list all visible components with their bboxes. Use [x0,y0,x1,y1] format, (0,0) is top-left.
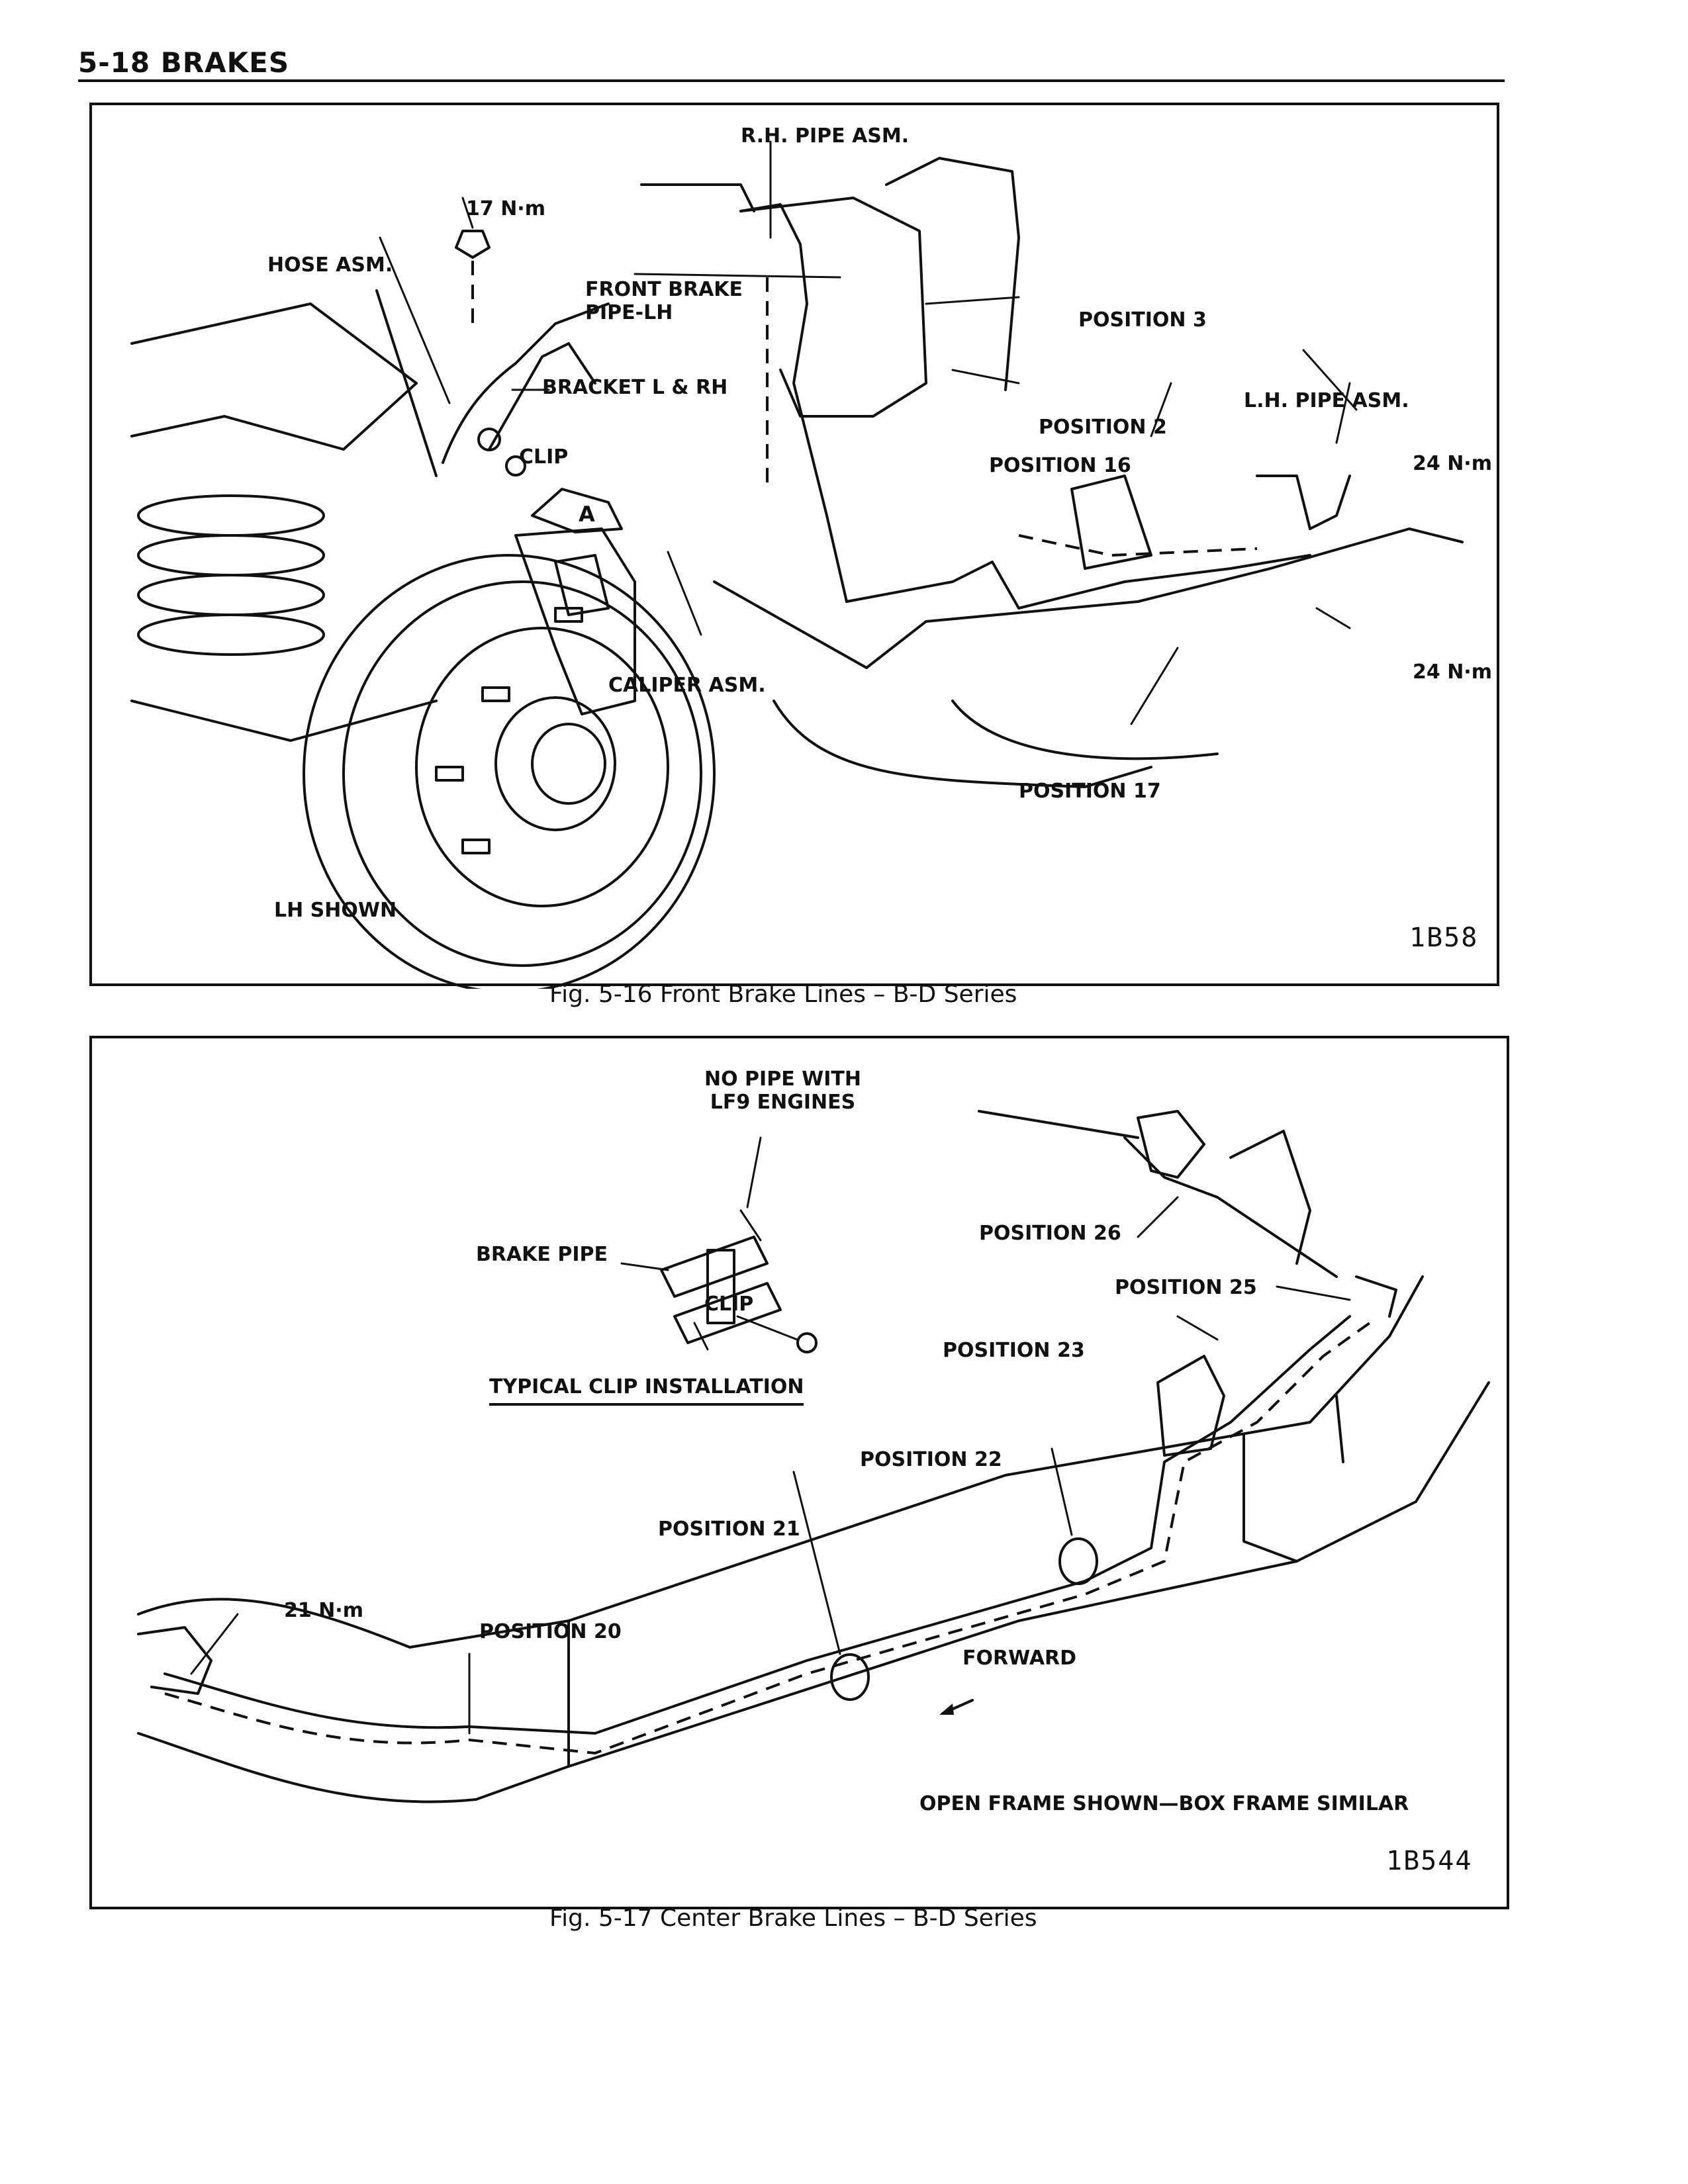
page-header: 5-18 BRAKES [78,46,290,79]
caption-fig-5-17: Fig. 5-17 Center Brake Lines – B-D Serie… [549,1905,1037,1932]
bracket [488,342,596,451]
bracket-position-23 [1156,1355,1225,1457]
front-brake-lines-drawing [130,140,1464,989]
label-position-26: POSITION 26 [979,1222,1121,1245]
view-a-arrow [531,488,623,533]
label-position-25: POSITION 25 [1115,1276,1257,1299]
label-torque-21: 21 N·m [284,1599,363,1622]
label-position-2: POSITION 2 [1039,416,1167,439]
hub [415,627,669,907]
label-open-frame: OPEN FRAME SHOWN—BOX FRAME SIMILAR [919,1792,1409,1815]
clip-position-22 [1058,1537,1098,1585]
frame-rail-bottom [137,1381,1490,1803]
label-position-20: POSITION 20 [479,1620,622,1643]
label-position-16: POSITION 16 [989,454,1131,477]
wheel-studs [435,607,583,854]
crossover-pipe [845,554,1311,610]
label-torque-24a: 24 N·m [1413,452,1492,475]
header-rule [78,79,1505,82]
label-brake-pipe: BRAKE PIPE [476,1243,608,1266]
label-clip: CLIP [704,1293,754,1316]
clip-position-21 [830,1653,870,1701]
label-position-21: POSITION 21 [658,1518,800,1541]
label-torque-24b: 24 N·m [1413,660,1492,684]
figure-5-16: R.H. PIPE ASM. 17 N·m HOSE ASM. FRONT BR… [89,103,1499,989]
rotor-inner [342,580,702,967]
caliper-body [514,527,636,715]
upper-control-arm [130,302,418,451]
label-position-17: POSITION 17 [1019,780,1161,803]
frame-rail [713,527,1464,669]
label-hose: HOSE ASM. [267,253,393,277]
position16-bracket [1070,475,1152,570]
coil-spring [137,494,325,656]
label-typical-clip-installation: TYPICAL CLIP INSTALLATION [489,1375,804,1406]
rh-pipe [739,203,848,603]
lh-pipe [1256,475,1351,530]
label-torque-17: 17 N·m [466,197,545,220]
label-caliper: CALIPER ASM. [608,674,766,697]
figure-code-1b544: 1B544 [1386,1846,1473,1876]
label-lh-pipe: L.H. PIPE ASM. [1244,389,1409,412]
rear-end-fitting [137,1626,212,1695]
bracket-position-25 [1355,1275,1397,1318]
upper-pipe [1123,1136,1338,1278]
typical-clip-detail [660,1209,818,1353]
hub-cap [494,696,616,831]
label-position-3: POSITION 3 [1078,308,1207,332]
label-position-23: POSITION 23 [943,1339,1085,1362]
inner-fender [739,197,927,418]
figure-5-17: NO PIPE WITH LF9 ENGINES BRAKE PIPE CLIP… [89,1036,1509,1909]
frame-rail-top [137,1275,1424,1649]
label-view-a: A [579,502,595,527]
label-lh-shown: LH SHOWN [274,899,397,922]
bolt-head [455,230,491,259]
bracket-position-26 [1229,1130,1311,1265]
label-front-brake-pipe: FRONT BRAKE PIPE-LH [585,278,743,324]
label-rh-pipe: R.H. PIPE ASM. [741,124,910,148]
clip-shape [505,455,526,477]
caption-fig-5-16: Fig. 5-16 Front Brake Lines – B-D Series [549,981,1017,1008]
label-forward: FORWARD [962,1647,1077,1670]
lower-control-arm [130,700,438,742]
brake-hose [442,302,610,464]
center-brake-lines-drawing [137,1110,1490,1803]
label-no-pipe: NO PIPE WITH LF9 ENGINES [704,1068,861,1114]
center-brake-pipe [164,1322,1371,1755]
figure-code-1b58: 1B58 [1409,923,1479,953]
label-position-22: POSITION 22 [860,1448,1002,1471]
label-clip: CLIP [519,445,569,469]
rotor-outer [303,554,716,989]
label-bracket: BRACKET L & RH [542,376,728,399]
